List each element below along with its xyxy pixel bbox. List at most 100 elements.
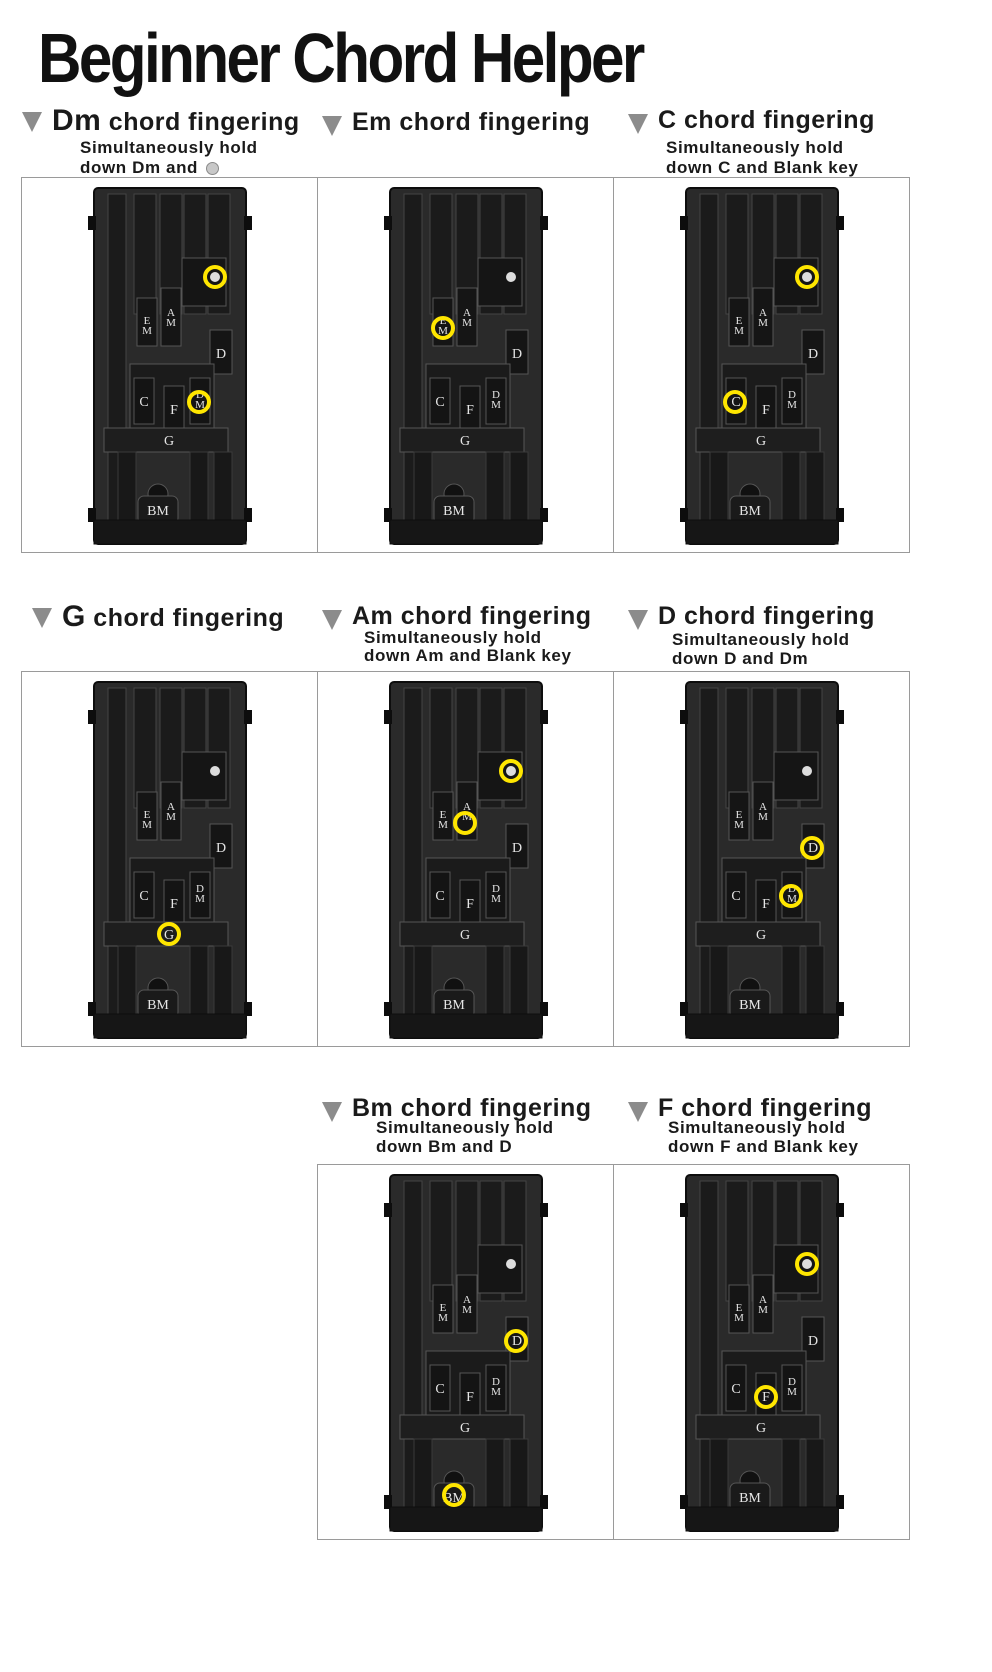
chord-instruction-line1: Simultaneously hold [364, 628, 542, 647]
d-key[interactable] [801, 1316, 825, 1362]
blank-key[interactable] [773, 1244, 819, 1294]
key-label-g: G [164, 928, 174, 943]
key-label-dm: D [788, 389, 796, 401]
bottom-rail [685, 519, 839, 545]
key-label-dm: M [491, 1386, 501, 1398]
am-key[interactable] [160, 287, 182, 347]
em-key[interactable] [136, 791, 158, 841]
key-label-am: M [462, 317, 472, 329]
key-label-c: C [435, 395, 444, 410]
em-key[interactable] [728, 1284, 750, 1334]
chord-instruction-line2: down Dm and [80, 158, 220, 178]
blank-key[interactable] [477, 1244, 523, 1294]
bottom-rail [93, 519, 247, 545]
g-key-bar[interactable] [399, 1414, 525, 1440]
key-label-em: M [734, 819, 744, 831]
finger-highlight [795, 265, 819, 289]
key-label-d: D [512, 841, 522, 856]
key-label-g: G [460, 928, 470, 943]
c-key[interactable] [725, 871, 747, 919]
blank-key[interactable] [773, 257, 819, 307]
key-label-em: E [440, 315, 447, 327]
blank-key[interactable] [773, 751, 819, 801]
em-key[interactable] [728, 791, 750, 841]
em-key[interactable] [728, 297, 750, 347]
d-key[interactable] [505, 823, 529, 869]
dm-key[interactable] [189, 871, 211, 919]
side-clip [836, 1495, 844, 1509]
c-key[interactable] [133, 871, 155, 919]
key-label-f: F [466, 897, 474, 912]
key-label-dm: D [492, 883, 500, 895]
c-key[interactable] [725, 1364, 747, 1412]
c-key[interactable] [429, 377, 451, 425]
side-clip [384, 710, 392, 724]
key-label-d: D [512, 1334, 522, 1349]
c-key[interactable] [429, 871, 451, 919]
g-key-bar[interactable] [695, 427, 821, 453]
key-label-bm: BM [147, 504, 169, 519]
d-key[interactable] [505, 329, 529, 375]
bottom-rail [389, 1013, 543, 1039]
key-label-dm: M [195, 893, 205, 905]
blank-key[interactable] [181, 751, 227, 801]
key-label-d: D [512, 347, 522, 362]
finger-highlight [504, 1329, 528, 1353]
em-key[interactable] [432, 1284, 454, 1334]
g-key-bar[interactable] [399, 921, 525, 947]
dm-key[interactable] [781, 1364, 803, 1412]
g-key-bar[interactable] [399, 427, 525, 453]
key-label-em: M [142, 819, 152, 831]
am-key[interactable] [752, 287, 774, 347]
am-key[interactable] [456, 287, 478, 347]
finger-highlight [795, 1252, 819, 1276]
chord-instruction-line1: Simultaneously hold [672, 630, 850, 649]
finger-highlight [157, 922, 181, 946]
key-label-em: E [440, 809, 447, 821]
chord-instruction-line2: down C and Blank key [666, 158, 859, 177]
key-slat [133, 193, 157, 315]
am-key[interactable] [456, 1274, 478, 1334]
em-key[interactable] [136, 297, 158, 347]
key-label-g: G [460, 434, 470, 449]
dm-key[interactable] [781, 377, 803, 425]
dm-key[interactable] [485, 871, 507, 919]
am-key[interactable] [160, 781, 182, 841]
chord-title: D chord fingering [658, 602, 875, 630]
finger-highlight [442, 1483, 466, 1507]
side-clip [680, 1495, 688, 1509]
blank-key[interactable] [477, 751, 523, 801]
g-key-bar[interactable] [695, 1414, 821, 1440]
d-key[interactable] [209, 329, 233, 375]
g-key-bar[interactable] [103, 427, 229, 453]
g-key-bar[interactable] [695, 921, 821, 947]
am-key[interactable] [752, 781, 774, 841]
c-key[interactable] [429, 1364, 451, 1412]
chord-title: F chord fingering [658, 1094, 873, 1122]
em-key[interactable] [432, 791, 454, 841]
dm-key[interactable] [485, 1364, 507, 1412]
key-label-am: A [167, 307, 175, 319]
side-clip [540, 508, 548, 522]
side-clip [540, 710, 548, 724]
d-key[interactable] [801, 329, 825, 375]
blank-key-dot [506, 272, 516, 282]
dm-key[interactable] [485, 377, 507, 425]
chord-instruction-line1: Simultaneously hold [666, 138, 844, 157]
key-label-f: F [466, 403, 474, 418]
triangle-icon [22, 112, 42, 132]
d-key[interactable] [209, 823, 233, 869]
side-clip [244, 508, 252, 522]
blank-key[interactable] [181, 257, 227, 307]
am-key[interactable] [456, 781, 478, 841]
am-key[interactable] [752, 1274, 774, 1334]
blank-key-dot [802, 766, 812, 776]
side-clip [88, 710, 96, 724]
blank-key-dot [210, 272, 220, 282]
side-clip [680, 216, 688, 230]
chord-instruction-line2: down Am and Blank key [364, 646, 572, 665]
blank-key[interactable] [477, 257, 523, 307]
c-key[interactable] [133, 377, 155, 425]
key-slat [429, 1180, 453, 1302]
